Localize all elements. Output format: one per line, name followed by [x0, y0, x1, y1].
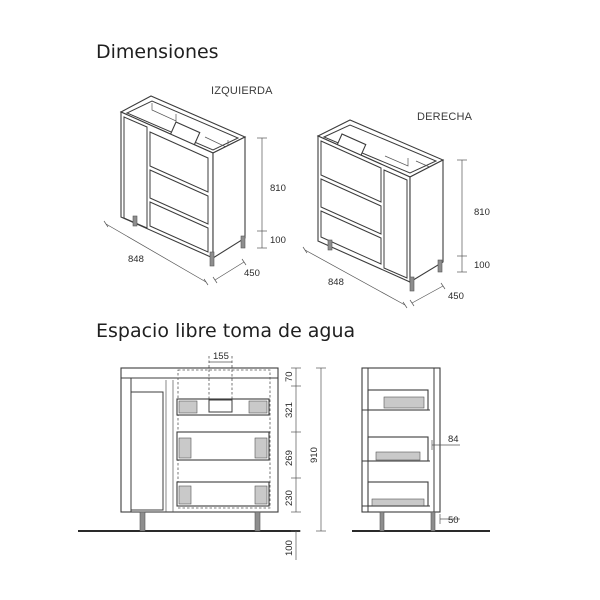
side-section-drawing [352, 367, 490, 532]
variant-left-label: IZQUIERDA [211, 85, 273, 97]
h-upper-dim: 321 [284, 402, 295, 418]
h-lower-dim: 230 [284, 490, 295, 506]
h-total-dim: 910 [309, 447, 320, 463]
bottom-gap-dim: 50 [448, 515, 459, 526]
right-legs-dim: 100 [474, 260, 490, 271]
dimensions-title: Dimensiones [96, 41, 219, 63]
left-width-dim: 848 [128, 254, 144, 265]
cabinet-left-drawing [103, 95, 267, 286]
left-legs-dim: 100 [270, 235, 286, 246]
right-depth-dim: 450 [448, 291, 464, 302]
h-legs-dim: 100 [284, 540, 295, 556]
front-section-drawing [78, 356, 326, 560]
h-top-dim: 70 [284, 371, 295, 382]
left-height-dim: 810 [270, 183, 286, 194]
right-width-dim: 848 [328, 277, 344, 288]
drawer-gap-dim: 84 [448, 434, 459, 445]
water-clearance-title: Espacio libre toma de agua [96, 320, 356, 342]
right-height-dim: 810 [474, 207, 490, 218]
variant-right-label: DERECHA [417, 111, 473, 123]
top-opening-dim: 155 [213, 351, 229, 362]
cabinet-right-drawing [302, 119, 467, 309]
h-middle-dim: 269 [284, 450, 295, 466]
left-depth-dim: 450 [244, 268, 260, 279]
